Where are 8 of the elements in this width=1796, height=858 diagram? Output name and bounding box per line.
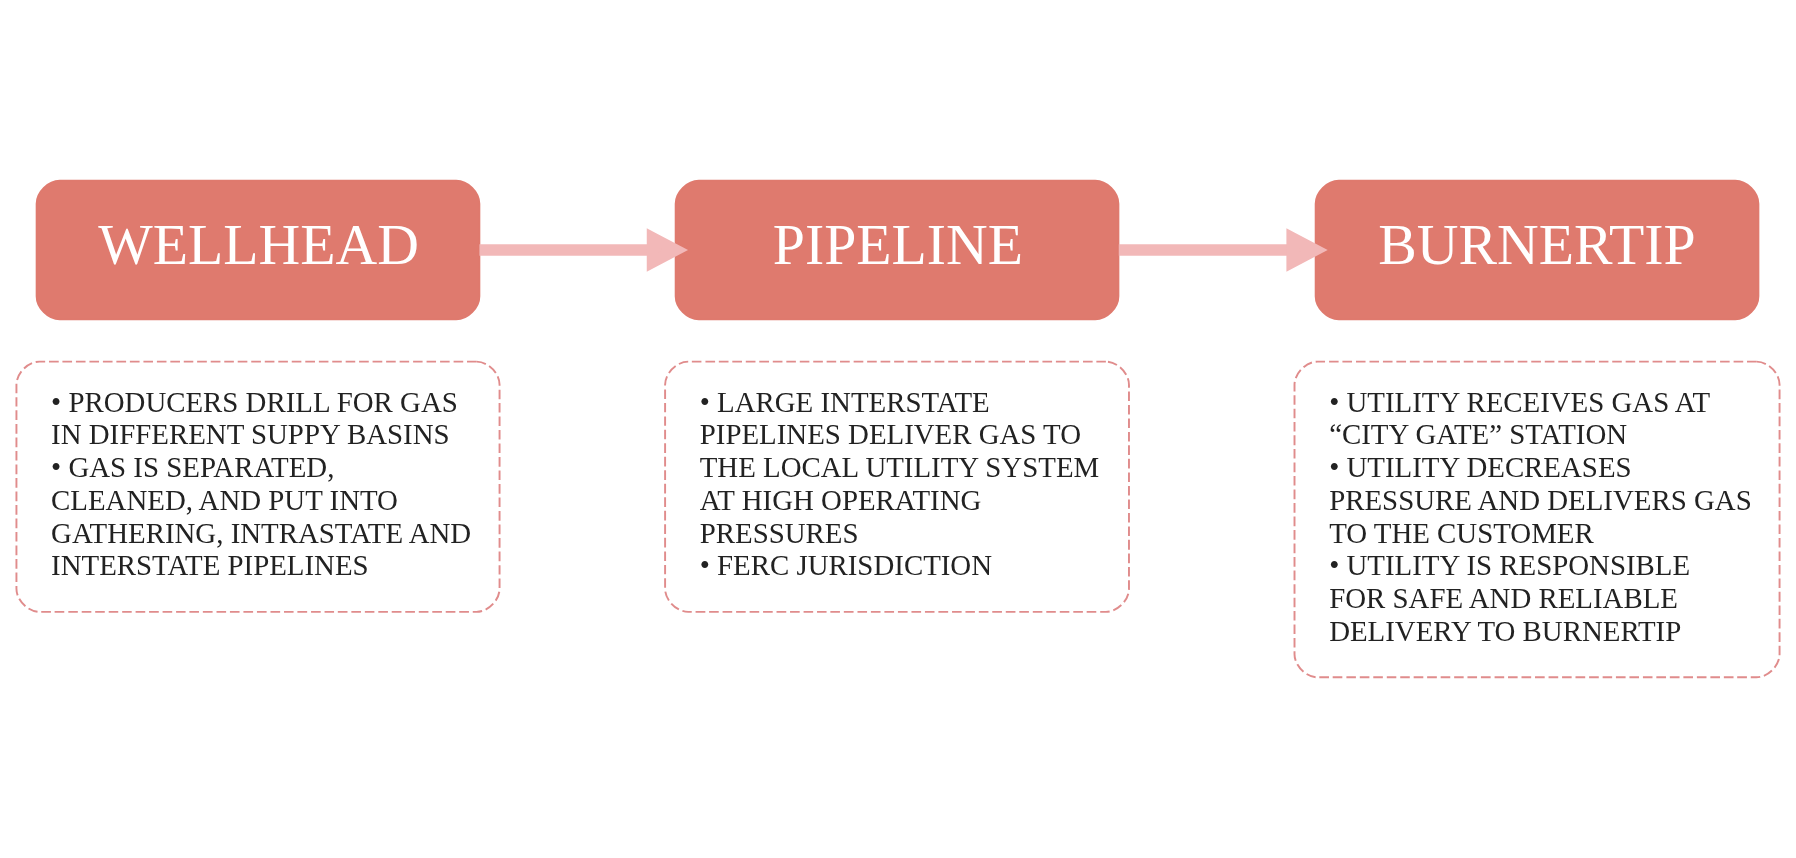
node-box: • UTILITY RECEIVES GAS AT “CITY GATE” STATION • UTILITY DECREASES PRESSURE AND DELIVERS GAS TO THE CUSTOMER • UTILITY IS RESPONSIBLE FOR SAFE AND RELIABLE DELIVERY TO BURNERTIP	[1293, 360, 1781, 679]
node-box: WELLHEAD	[35, 179, 481, 321]
node-box: BURNERTIP	[1314, 179, 1760, 321]
node-box: • PRODUCERS DRILL FOR GAS IN DIFFERENT SUPPY BASINS • GAS IS SEPARATED, CLEANED, AND PUT INTO GATHERING, INTRASTATE AND INTERSTATE PIPELINES	[15, 360, 501, 613]
arrow	[1118, 228, 1328, 272]
arrow	[479, 228, 689, 272]
node-box: • LARGE INTERSTATE PIPELINES DELIVER GAS TO THE LOCAL UTILITY SYSTEM AT HIGH OPERATING PRESSURES • FERC JURISDICTION	[664, 360, 1130, 613]
node-box: PIPELINE	[674, 179, 1120, 321]
